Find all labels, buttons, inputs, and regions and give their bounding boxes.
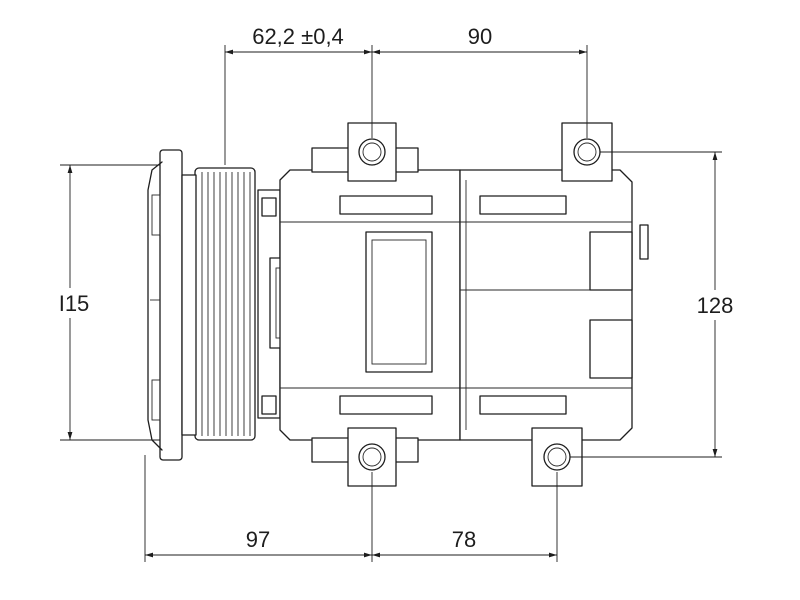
dimension-bottom-left: 97 [145,527,372,558]
dimension-label-top-left: 62,2 ±0,4 [252,24,344,49]
dimension-top-left: 62,2 ±0,4 [225,24,372,55]
dimension-label-right-height: 128 [697,293,734,318]
dimension-top-right: 90 [372,24,587,55]
dimension-label-top-right: 90 [468,24,492,49]
dimension-left-height: I15 [52,165,96,440]
dimension-label-bottom-right: 78 [452,527,476,552]
mounting-lug-top-front [347,122,397,182]
front-housing [257,147,461,463]
extension-lines [60,45,722,562]
dimension-right-height: 128 [690,152,742,457]
dimension-bottom-right: 78 [372,527,557,558]
dimension-label-bottom-left: 97 [246,527,270,552]
belt-pulley [181,167,256,441]
dimension-label-left-height: I15 [59,291,90,316]
clutch-plate [147,149,183,461]
rear-housing [459,169,649,441]
